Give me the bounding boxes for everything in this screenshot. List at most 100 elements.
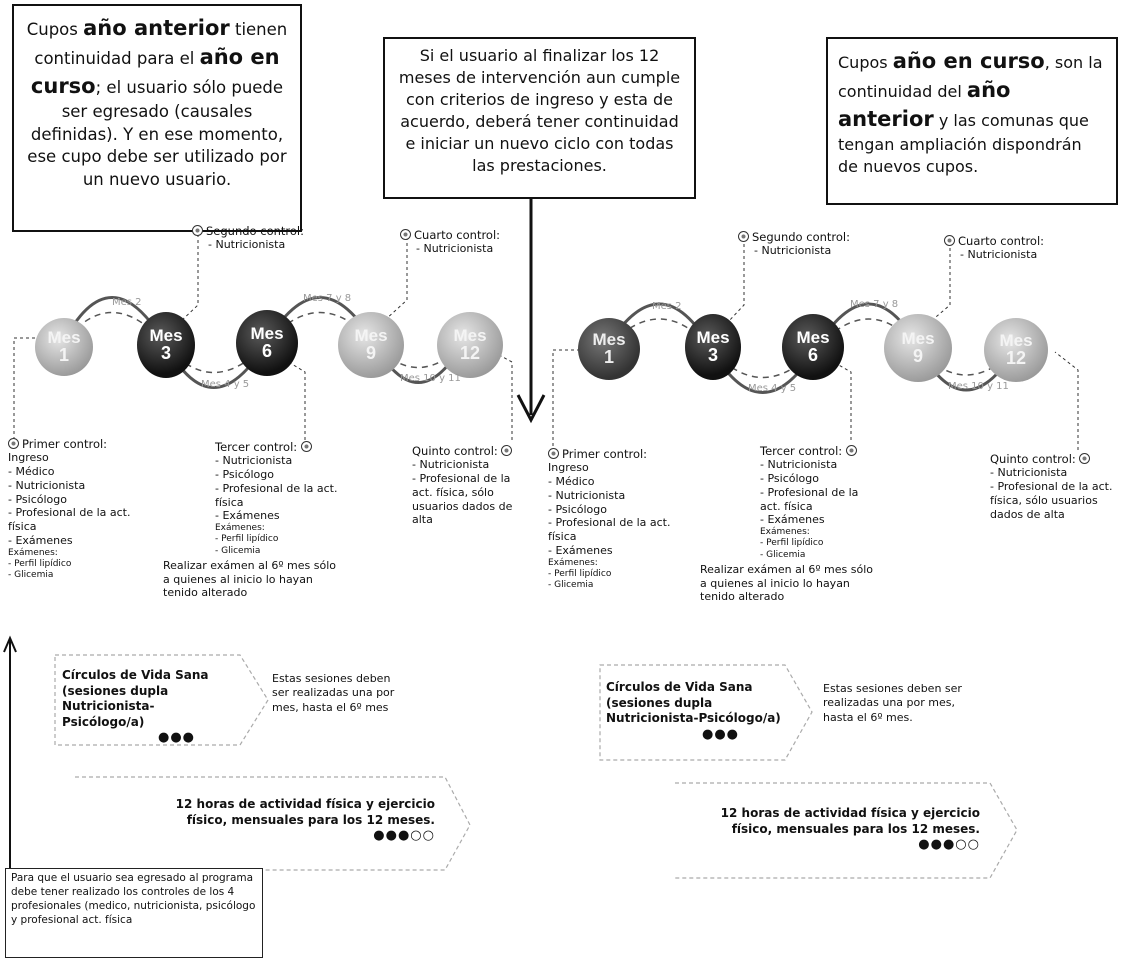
control-item: - Profesional de la act. física	[548, 516, 671, 544]
road-label: Mes 2	[652, 301, 682, 312]
callout-continuity-previous-year: Cupos año anterior tienen continuidad pa…	[12, 4, 302, 232]
milestone-right-mes-12: Mes 12	[984, 318, 1048, 382]
actividad-fisica-left: 12 horas de actividad física y ejercicio…	[150, 797, 435, 845]
milestone-right-mes-6: Mes 6	[782, 314, 844, 380]
control-sub: - Glicemia	[760, 549, 806, 560]
control-head: Quinto control:	[990, 452, 1076, 466]
milestone-right-mes-9: Mes 9	[884, 314, 952, 382]
control-sub: - Perfil lipídico	[760, 538, 824, 549]
bar-note-text: Estas sesiones deben ser realizadas una …	[823, 682, 962, 724]
control-item: - Psicólogo	[215, 468, 274, 482]
professional-icons: ●●●	[702, 726, 740, 742]
control-item: - Exámenes	[548, 543, 613, 557]
milestone-left-mes-6: Mes 6	[236, 310, 298, 376]
callout-right-rest: y las comunas que tengan ampliación disp…	[838, 110, 1089, 176]
control-head: Cuarto control:	[414, 228, 501, 242]
control-item: - Exámenes	[760, 513, 825, 527]
gear-icon	[300, 441, 312, 452]
control-item: Ingreso	[548, 461, 589, 475]
callout-right-mid1: , son la continuidad del	[838, 53, 1103, 101]
milestone-label: Mes	[453, 325, 487, 345]
circulos-vida-sana-left: Círculos de Vida Sana (sesiones dupla Nu…	[62, 668, 232, 747]
gear-icon	[944, 235, 955, 246]
callout-right-hl1: año en curso	[892, 49, 1045, 73]
circulos-note-right: Estas sesiones deben ser realizadas una …	[823, 682, 963, 725]
road-label: Mes 7 y 8	[850, 299, 899, 310]
control-sub: Exámenes:	[8, 547, 58, 558]
control-item: - Nutricionista	[215, 454, 293, 468]
control-item: - Médico	[8, 465, 55, 479]
control-item: - Nutricionista	[412, 458, 490, 472]
segundo-control-left: Segundo control: - Nutricionista	[192, 224, 304, 252]
control-item: - Nutricionista	[990, 466, 1068, 480]
control-item: - Nutricionista	[208, 238, 286, 252]
gear-icon	[1079, 453, 1091, 464]
quinto-control-left: Quinto control: - Nutricionista - Profes…	[412, 444, 524, 527]
circulos-note-left: Estas sesiones deben ser realizadas una …	[272, 672, 402, 715]
milestone-number: 1	[603, 347, 614, 368]
milestone-label: Mes	[250, 323, 284, 343]
cuarto-control-left: Cuarto control: - Nutricionista	[400, 228, 500, 256]
bar-title: Círculos de Vida Sana (sesiones dupla Nu…	[62, 668, 209, 729]
control-sub: Exámenes:	[548, 557, 598, 568]
control-sub: - Glicemia	[548, 580, 594, 591]
milestone-number: 3	[160, 343, 171, 364]
callout-left-hl1: año anterior	[83, 16, 230, 40]
milestone-number: 12	[1005, 348, 1027, 369]
control-sub: - Glicemia	[8, 570, 54, 581]
callout-left-pre: Cupos	[26, 20, 84, 39]
quinto-control-right: Quinto control: - Nutricionista - Profes…	[990, 452, 1115, 521]
road-label: Mes 4 y 5	[748, 383, 797, 394]
control-head: Segundo control:	[752, 230, 850, 244]
milestone-label: Mes	[999, 330, 1033, 350]
professional-icons: ●●●○○	[918, 837, 980, 853]
control-sub: Exámenes:	[760, 527, 810, 538]
tercer-control-right: Tercer control: - Nutricionista - Psicól…	[700, 444, 880, 604]
milestone-number: 6	[807, 345, 818, 366]
bar-title: 12 horas de actividad física y ejercicio…	[720, 806, 980, 836]
milestone-label: Mes	[354, 325, 388, 345]
control-sub: - Perfil lipídico	[8, 558, 72, 569]
milestone-left-mes-3: Mes 3	[137, 312, 195, 378]
milestone-label: Mes	[149, 325, 183, 345]
road-label: Mes 10 y 11	[948, 381, 1009, 392]
egreso-note-text: Para que el usuario sea egresado al prog…	[11, 872, 256, 926]
milestone-right-mes-1: Mes 1	[578, 318, 640, 380]
road-label: Mes 7 y 8	[303, 293, 352, 304]
control-item: - Nutricionista	[960, 248, 1038, 262]
primer-control-left: Primer control: Ingreso - Médico - Nutri…	[8, 437, 148, 581]
milestone-number: 9	[912, 346, 923, 367]
milestone-label: Mes	[796, 327, 830, 347]
gear-icon	[738, 231, 749, 242]
callout-right-pre: Cupos	[838, 53, 893, 72]
callout-left-mid1: tienen continuidad para el	[34, 20, 288, 68]
milestone-number: 12	[459, 343, 481, 364]
milestone-number: 9	[365, 343, 376, 364]
milestone-left-mes-1: Mes 1	[35, 318, 93, 376]
control-head: Segundo control:	[206, 224, 304, 238]
control-sub: - Perfil lipídico	[548, 568, 612, 579]
control-note: Realizar exámen al 6º mes sólo a quienes…	[163, 558, 337, 600]
bar-title: Círculos de Vida Sana (sesiones dupla Nu…	[606, 680, 781, 726]
control-sub: Exámenes:	[215, 523, 265, 534]
control-item: Ingreso	[8, 451, 49, 465]
control-item: - Exámenes	[215, 509, 280, 523]
control-item: - Exámenes	[8, 533, 73, 547]
professional-icons: ●●●○○	[373, 828, 435, 844]
control-item: - Profesional de la act. física	[760, 485, 859, 513]
milestone-label: Mes	[696, 327, 730, 347]
bar-title: 12 horas de actividad física y ejercicio…	[175, 797, 435, 827]
milestone-label: Mes	[47, 327, 81, 347]
control-item: - Psicólogo	[548, 502, 607, 516]
professional-icons: ●●●	[158, 730, 196, 746]
control-item: - Profesional de la act. física, sólo us…	[990, 480, 1113, 521]
egreso-requirement-note: Para que el usuario sea egresado al prog…	[5, 868, 263, 958]
tercer-control-left: Tercer control: - Nutricionista - Psicól…	[163, 440, 338, 600]
control-head: Tercer control:	[215, 440, 298, 454]
gear-icon	[548, 448, 559, 459]
milestone-left-mes-9: Mes 9	[338, 312, 404, 378]
control-head: Quinto control:	[412, 444, 498, 458]
circulos-vida-sana-right: Círculos de Vida Sana (sesiones dupla Nu…	[606, 680, 781, 744]
control-item: - Psicólogo	[8, 492, 67, 506]
callout-center-text: Si el usuario al finalizar los 12 meses …	[398, 46, 681, 176]
